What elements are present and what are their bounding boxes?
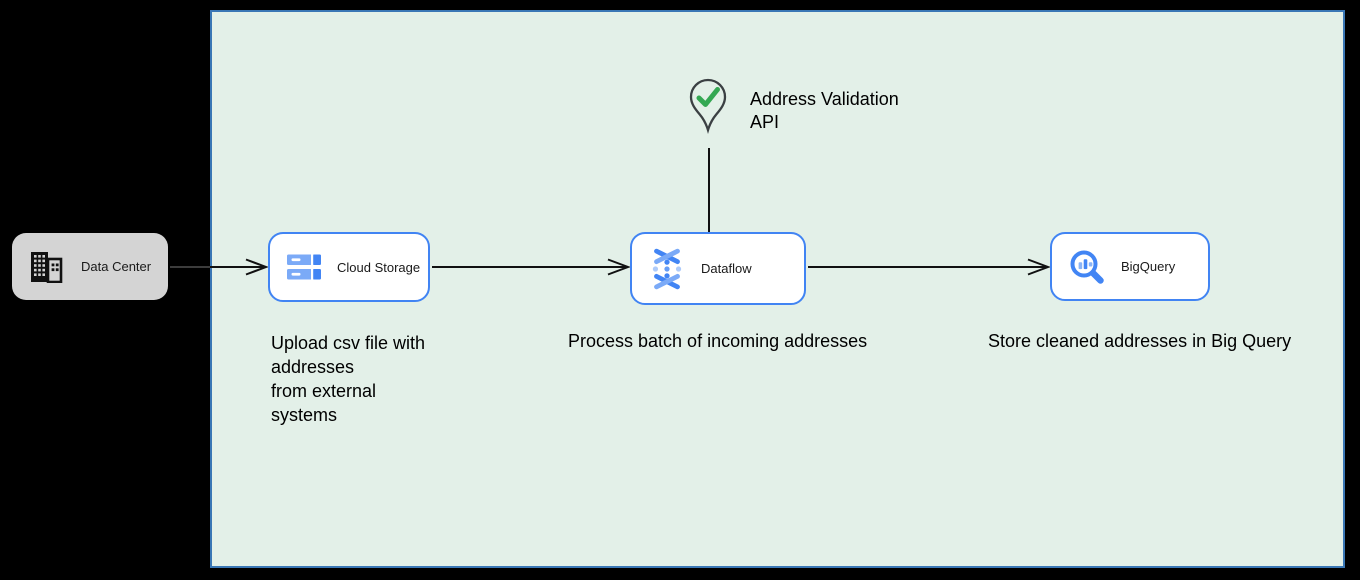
edge-dataflow-to-bigquery [808,258,1051,276]
caption-cloud-storage-line4: systems [271,405,338,425]
node-label-cloud-storage: Cloud Storage [337,259,421,275]
caption-cloud-storage-line1: Upload csv file with [271,333,426,353]
cloud-storage-icon [287,254,321,280]
map-pin-check-icon [689,78,727,135]
node-data-center: Data Center [12,233,168,300]
building-icon [31,251,63,283]
checkmark-icon [696,87,720,107]
caption-bigquery: Store cleaned addresses in Big Query [988,331,1292,351]
dataflow-icon [652,248,682,289]
node-label-dataflow: Dataflow [701,261,752,276]
edge-cloudstorage-to-dataflow [432,258,631,276]
bigquery-icon [1070,250,1104,284]
node-label-data-center: Data Center [81,259,152,274]
caption-cloud-storage-line2: addresses [271,357,355,377]
node-bigquery: BigQuery [1050,232,1210,301]
node-cloud-storage: Cloud Storage [268,232,430,302]
node-label-bigquery: BigQuery [1121,259,1176,274]
caption-dataflow: Process batch of incoming addresses [568,331,868,351]
api-label: Address Validation API [750,88,899,134]
caption-cloud-storage-line3: from external [271,381,377,401]
node-dataflow: Dataflow [630,232,806,305]
caption-cloud-storage: Upload csv file with addresses from exte… [271,331,425,427]
edge-datacenter-to-cloudstorage [170,258,269,276]
api-label-line2: API [750,112,780,132]
api-label-line1: Address Validation [750,89,899,109]
